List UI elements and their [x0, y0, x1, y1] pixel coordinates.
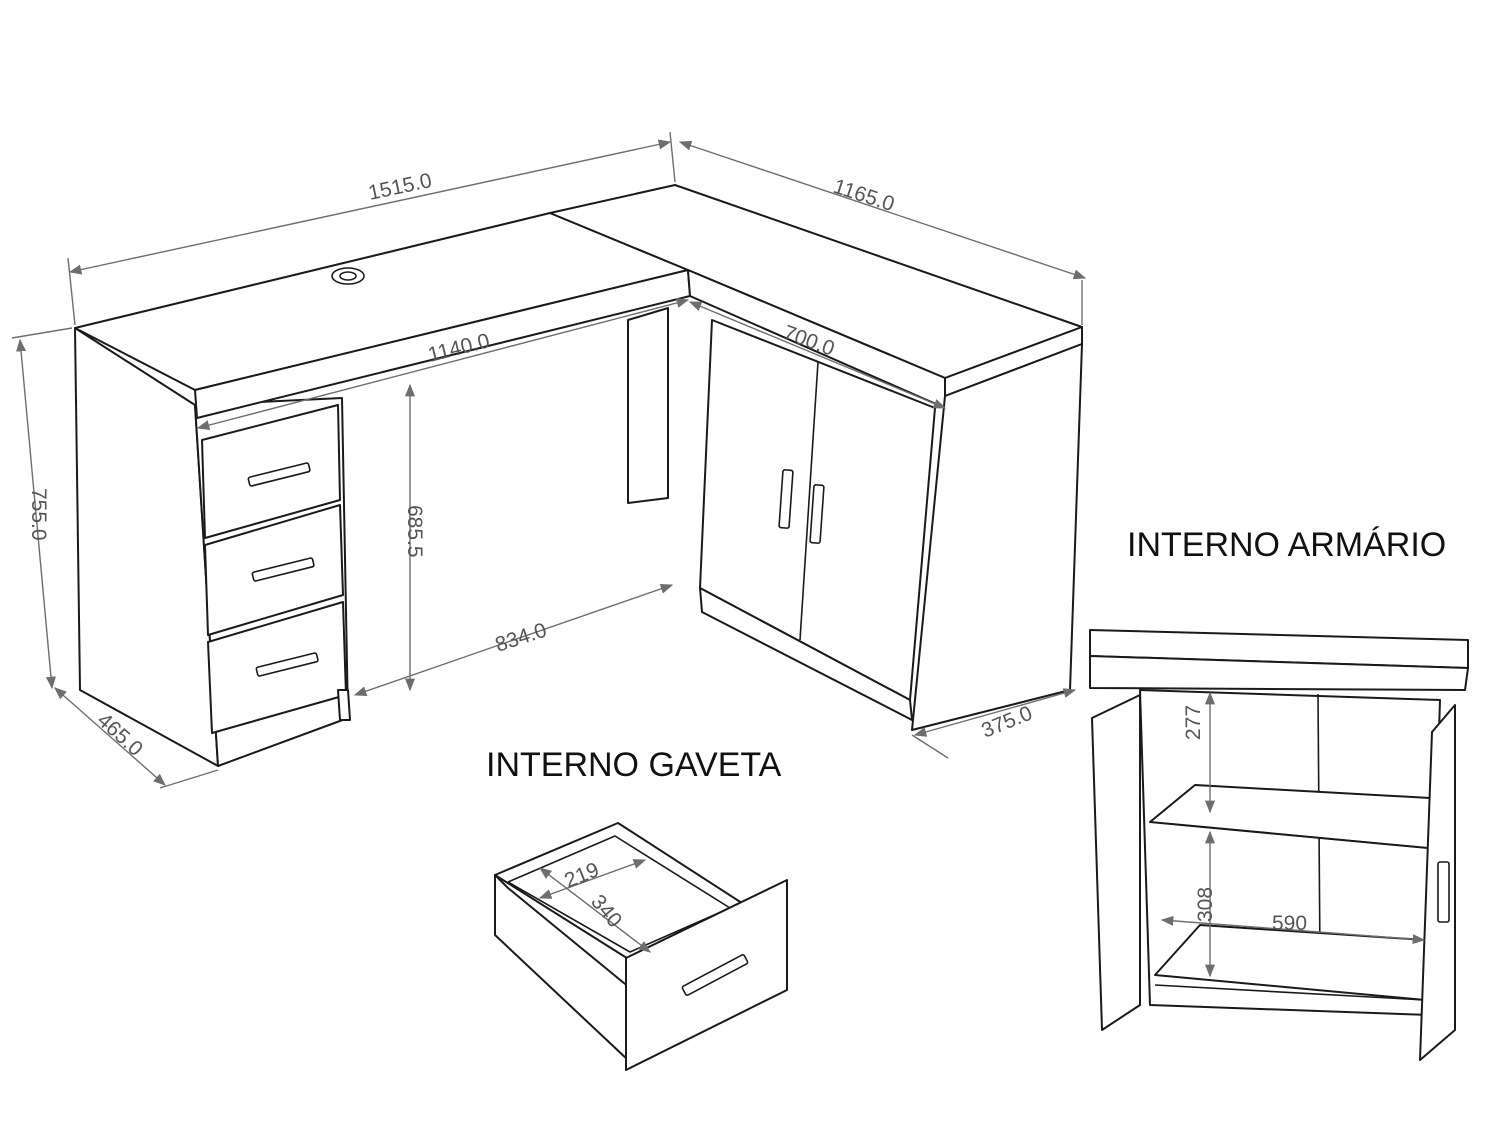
dim-total-width: 1515.0	[366, 169, 434, 205]
drawer-interior: 219 340	[494, 822, 788, 1071]
back-leg	[627, 307, 669, 504]
dim-side-depth: 1165.0	[830, 175, 897, 216]
drawer-handle-3	[255, 652, 319, 677]
dim-inner-height: 685.5	[403, 505, 426, 558]
drawer-handle-2	[251, 557, 315, 582]
dim-shelf-upper: 277	[1182, 705, 1205, 740]
drawer-handle-1	[247, 462, 311, 487]
drawer-front-handle	[681, 954, 749, 996]
cabinet-interior: 277 308 590	[1089, 629, 1469, 1061]
pedestal-foot	[337, 689, 351, 721]
cabinet-interior-handle	[1437, 861, 1450, 923]
dim-shelf-width: 590	[1272, 912, 1307, 935]
cabinet-door-left	[1091, 694, 1141, 1031]
dim-height: 755.0	[27, 488, 50, 541]
cabinet-handle-left	[778, 469, 794, 529]
dim-knee-width: 834.0	[492, 619, 549, 657]
dim-shelf-lower: 308	[1194, 887, 1217, 922]
title-interno-armario: INTERNO ARMÁRIO	[1127, 526, 1446, 564]
cabinet-handle-right	[809, 484, 825, 544]
title-interno-gaveta: INTERNO GAVETA	[486, 746, 782, 784]
l-desk	[74, 184, 1083, 767]
